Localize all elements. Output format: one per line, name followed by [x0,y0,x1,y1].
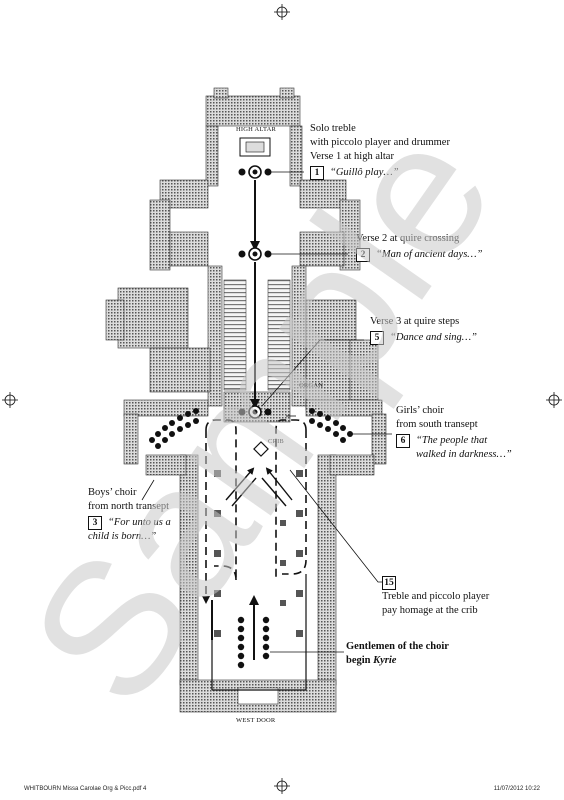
cue-number-box: 3 [88,516,102,530]
annotation-line: Girls’ choir [396,405,444,416]
annotation-girls-choir: Girls’ choir from south transept 6 “The p… [396,404,512,462]
floor-plan [105,87,387,713]
annotation-line: begin [346,655,374,666]
annotation-line: from north transept [88,501,170,512]
footer-timestamp: 11/07/2012 10:22 [493,786,540,792]
annotation-boys-choir: Boys’ choir from north transept 3 “For un… [88,486,171,544]
annotation-line: Treble and piccolo player [382,591,490,602]
annotation-quote-continued: walked in darkness…” [416,449,512,460]
boys-choir-dots [149,408,199,449]
annotation-line: with piccolo player and drummer [310,137,450,148]
cue-number-box: 6 [396,434,410,448]
annotation-verse-3: Verse 3 at quire steps 5 “Dance and sing…… [370,315,477,345]
annotation-quote: “Dance and sing…” [390,332,477,343]
cue-number-box: 1 [310,166,324,180]
annotation-line: Gentlemen of the choir [346,641,449,652]
annotation-line: Verse 3 at quire steps [370,316,460,327]
registration-marks [2,4,562,794]
annotation-verse-2: Verse 2 at quire crossing 2 “Man of ancie… [356,232,482,262]
procession-path-choirs [202,419,307,604]
leader-lines [141,171,392,653]
high-altar-label: HIGH ALTAR [236,126,277,133]
annotation-italic-word: Kyrie [373,655,397,666]
annotation-quote: “Guillô play…” [330,167,399,178]
soloist-positions [238,165,272,419]
cue-number-box: 2 [356,248,370,262]
nave-pillars [214,470,303,637]
crib-marker [253,441,269,457]
west-door-label: WEST DOOR [236,717,276,724]
quire-stalls-south [267,279,291,391]
annotation-line: pay homage at the crib [382,605,478,616]
girls-choir-dots [309,408,353,443]
annotation-line: Boys’ choir [88,487,137,498]
annotation-quote: “For unto us a [108,517,171,528]
cue-number-box: 15 [382,576,396,590]
annotation-line: Solo treble [310,123,356,134]
path-to-crib [225,467,293,507]
annotation-gentlemen-choir: Gentlemen of the choir begin Kyrie [346,640,449,668]
quire-stalls-north [223,279,247,391]
cue-number-box: 5 [370,331,384,345]
procession-return-lines [211,574,307,691]
crib-label: CRIB [268,438,284,445]
annotation-quote: “The people that [416,435,488,446]
organ-label: ORGAN [299,382,324,389]
annotation-line: from south transept [396,419,478,430]
annotation-quote-continued: child is born…” [88,531,157,542]
annotation-verse-1: Solo treble with piccolo player and drum… [310,122,450,180]
annotation-line: Verse 2 at quire crossing [356,233,460,244]
annotation-line: Verse 1 at high altar [310,151,394,162]
footer-filename: WHITBOURN Missa Carolae Org & Picc.pdf 4 [24,786,147,792]
gentlemen-choir-dots [237,616,270,669]
annotation-homage-crib: 15 Treble and piccolo player pay homage … [382,576,489,618]
annotation-quote: “Man of ancient days…” [376,249,483,260]
